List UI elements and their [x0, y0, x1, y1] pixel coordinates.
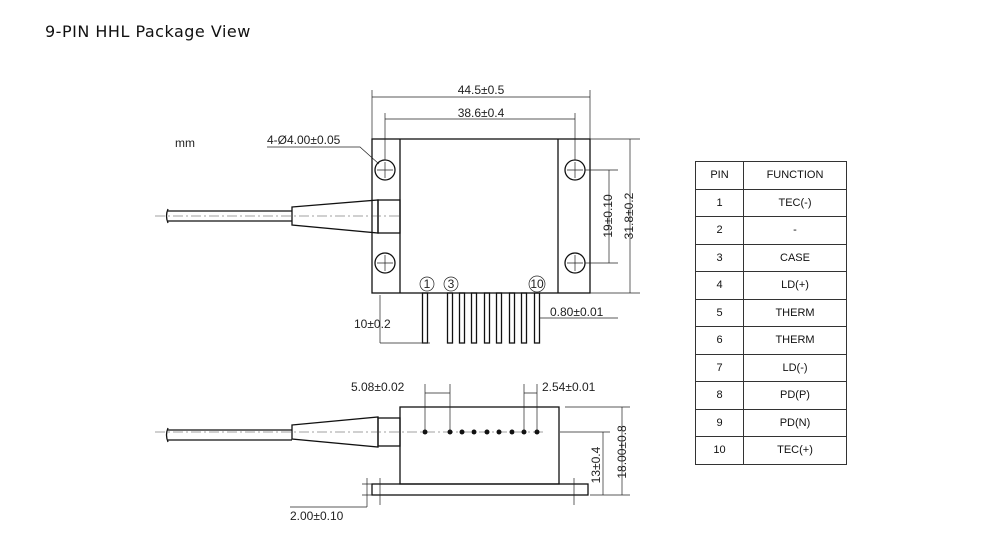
page-title: 9-PIN HHL Package View: [45, 22, 251, 41]
pin-dot: [471, 429, 477, 435]
pin-function: -: [743, 216, 847, 245]
dim-width-outer: 44.5±0.5: [458, 83, 505, 97]
pin: [446, 292, 454, 344]
pin-function: TEC(-): [743, 188, 847, 217]
pin: [495, 292, 503, 344]
dim-height-holes: 19±0.10: [601, 194, 615, 238]
package-body-side: [399, 406, 560, 485]
pin-number: 3: [695, 243, 744, 272]
pin-dot: [484, 429, 490, 435]
pin: [508, 292, 516, 344]
dim-hole-diameter: 4-Ø4.00±0.05: [267, 133, 341, 147]
pin-number: 2: [695, 216, 744, 245]
pin: [520, 292, 528, 344]
package-body: [371, 138, 591, 294]
pin-function: LD(-): [743, 353, 847, 382]
pin-number: 4: [695, 271, 744, 300]
svg-text:3: 3: [448, 277, 455, 291]
pin: [470, 292, 478, 344]
pin: [458, 292, 466, 344]
pin-number: 10: [695, 436, 744, 465]
pin-dot: [509, 429, 515, 435]
pin-function: THERM: [743, 298, 847, 327]
pin: [533, 292, 541, 344]
dim-height-outer: 31.8±0.2: [622, 192, 636, 239]
top-view: mm 1 3 10 44.5±0.5 38.6±0.4 31.8±0.2 1: [155, 83, 640, 344]
pin-function: LD(+): [743, 271, 847, 300]
dim-pitch: 2.54±0.01: [542, 380, 596, 394]
dim-base-thickness: 2.00±0.10: [290, 509, 344, 523]
fiber-pigtail: [155, 199, 401, 234]
dim-width-holes: 38.6±0.4: [458, 106, 505, 120]
pin: [483, 292, 491, 344]
pin-dot: [459, 429, 465, 435]
dim-pitch-wide: 5.08±0.02: [351, 380, 405, 394]
pin-number: 7: [695, 353, 744, 382]
svg-text:10: 10: [530, 277, 544, 291]
unit-label: mm: [175, 136, 195, 150]
pin-function: PD(N): [743, 408, 847, 437]
dim-pin-length: 10±0.2: [354, 317, 391, 331]
pin-number: 1: [695, 188, 744, 217]
pin-number: 9: [695, 408, 744, 437]
side-view: 5.08±0.02 2.54±0.01 13±0.4 18.00±0.8 2.0…: [155, 380, 630, 523]
pins: [421, 292, 541, 344]
pin-function: THERM: [743, 326, 847, 355]
dim-total-height: 18.00±0.8: [615, 425, 629, 479]
header-function: FUNCTION: [743, 161, 847, 190]
pin-number-labels: 1 3 10: [419, 275, 546, 293]
pin-number: 6: [695, 326, 744, 355]
mounting-holes: [374, 159, 586, 274]
pin-dot: [496, 429, 502, 435]
pin-function: TEC(+): [743, 436, 847, 465]
dim-pin-width: 0.80±0.01: [550, 305, 604, 319]
header-pin: PIN: [695, 161, 744, 190]
dim-pin-height: 13±0.4: [589, 446, 603, 483]
pin-function: PD(P): [743, 381, 847, 410]
base-plate: [371, 483, 589, 496]
svg-text:1: 1: [424, 277, 431, 291]
pin: [421, 292, 429, 344]
pin-number: 5: [695, 298, 744, 327]
pin-number: 8: [695, 381, 744, 410]
table-row: 2-: [695, 216, 847, 245]
pin-function: CASE: [743, 243, 847, 272]
